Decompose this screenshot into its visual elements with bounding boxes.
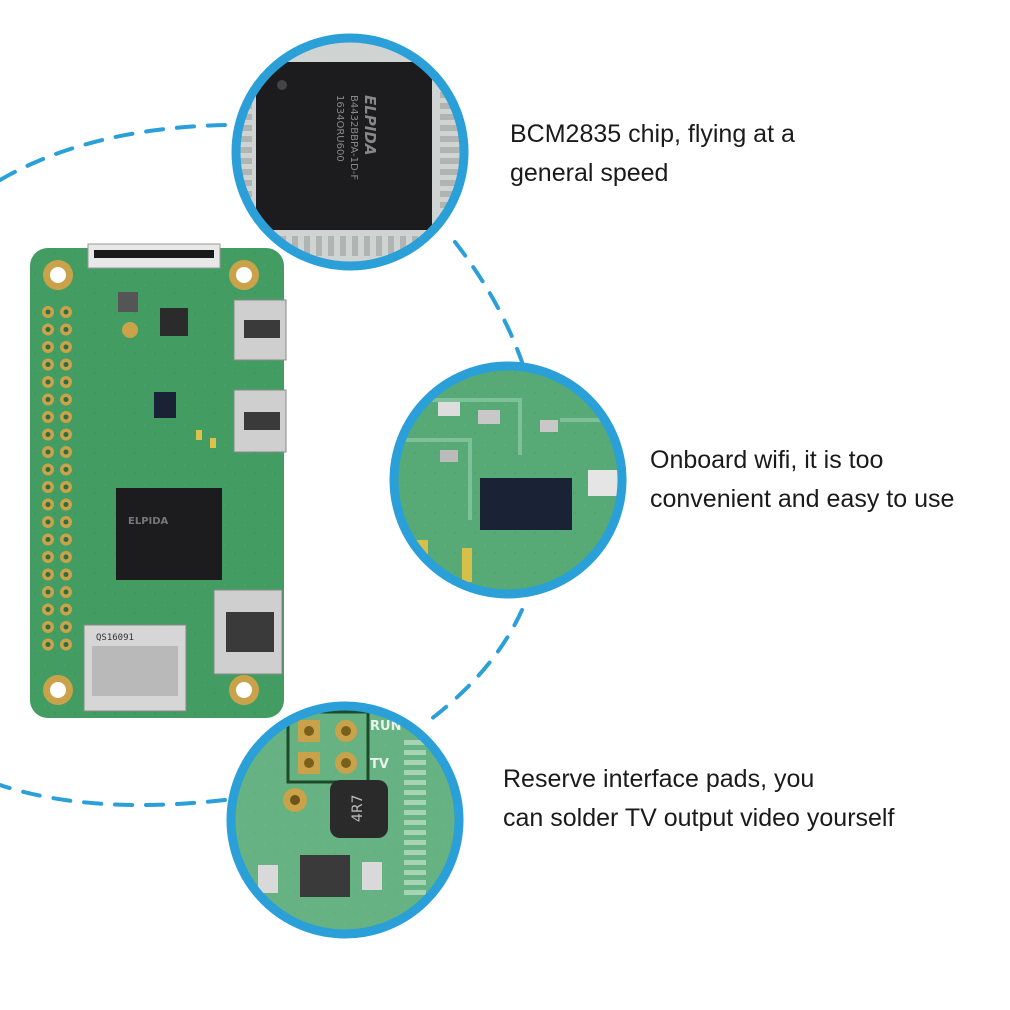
gpio-header-pads bbox=[42, 306, 72, 651]
zoom-chip-code: 1634ORU600 bbox=[334, 95, 345, 162]
dashed-connector-arc bbox=[0, 123, 524, 807]
zoom-circle-chip: ELPIDA B4432BBPA-1D-F 1634ORU600 bbox=[231, 33, 469, 271]
callout-text-tv-pads: Reserve interface pads, you can solder T… bbox=[503, 760, 894, 838]
pad-label-tv: TV bbox=[370, 757, 389, 772]
inductor bbox=[330, 780, 388, 838]
zoom-circle-tv-pads: RUN TV 4R7 bbox=[226, 701, 464, 939]
callout-line: can solder TV output video yourself bbox=[503, 804, 895, 832]
inductor-label: 4R7 bbox=[350, 794, 366, 822]
callout-line: Reserve interface pads, you bbox=[503, 765, 815, 793]
callout-line: convenient and easy to use bbox=[650, 485, 955, 513]
zoom-chip-brand: ELPIDA bbox=[361, 95, 379, 155]
sd-label: QS16091 bbox=[96, 633, 134, 643]
board-chip-brand: ELPIDA bbox=[128, 516, 169, 527]
callout-text-wifi: Onboard wifi, it is too convenient and e… bbox=[650, 441, 954, 519]
zoom-circle-wifi bbox=[389, 361, 627, 599]
raspberry-pi-zero-board: ELPIDA QS16091 bbox=[30, 243, 287, 718]
wifi-chip bbox=[480, 478, 572, 530]
callout-line: BCM2835 chip, flying at a bbox=[510, 120, 795, 148]
board-ram-chip bbox=[116, 488, 222, 580]
mounting-holes bbox=[43, 260, 259, 705]
callout-text-chip: BCM2835 chip, flying at a general speed bbox=[510, 115, 795, 193]
callout-line: Onboard wifi, it is too bbox=[650, 446, 884, 474]
pad-label-run: RUN bbox=[370, 719, 401, 734]
callout-line: general speed bbox=[510, 159, 669, 187]
zoom-chip-part: B4432BBPA-1D-F bbox=[348, 95, 359, 180]
